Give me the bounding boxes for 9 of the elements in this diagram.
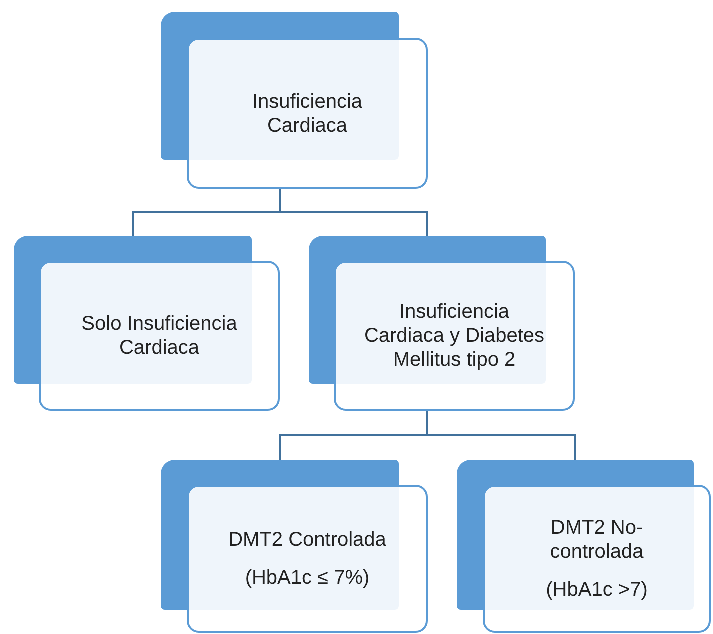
connector-line (426, 411, 576, 460)
node-text: Insuficiencia Cardiaca y Diabetes Mellitus tipo 2 (363, 300, 546, 372)
node-text: Insuficiencia Cardiaca (251, 90, 364, 138)
node-text: DMT2 Controlada (228, 528, 386, 552)
node-text: DMT2 No-controlada (549, 516, 645, 564)
connector-line (279, 189, 428, 236)
node-text: (HbA1c >7) (546, 578, 648, 602)
node-text: Solo Insuficiencia Cardiaca (80, 312, 238, 360)
node-text: (HbA1c ≤ 7%) (245, 566, 370, 590)
